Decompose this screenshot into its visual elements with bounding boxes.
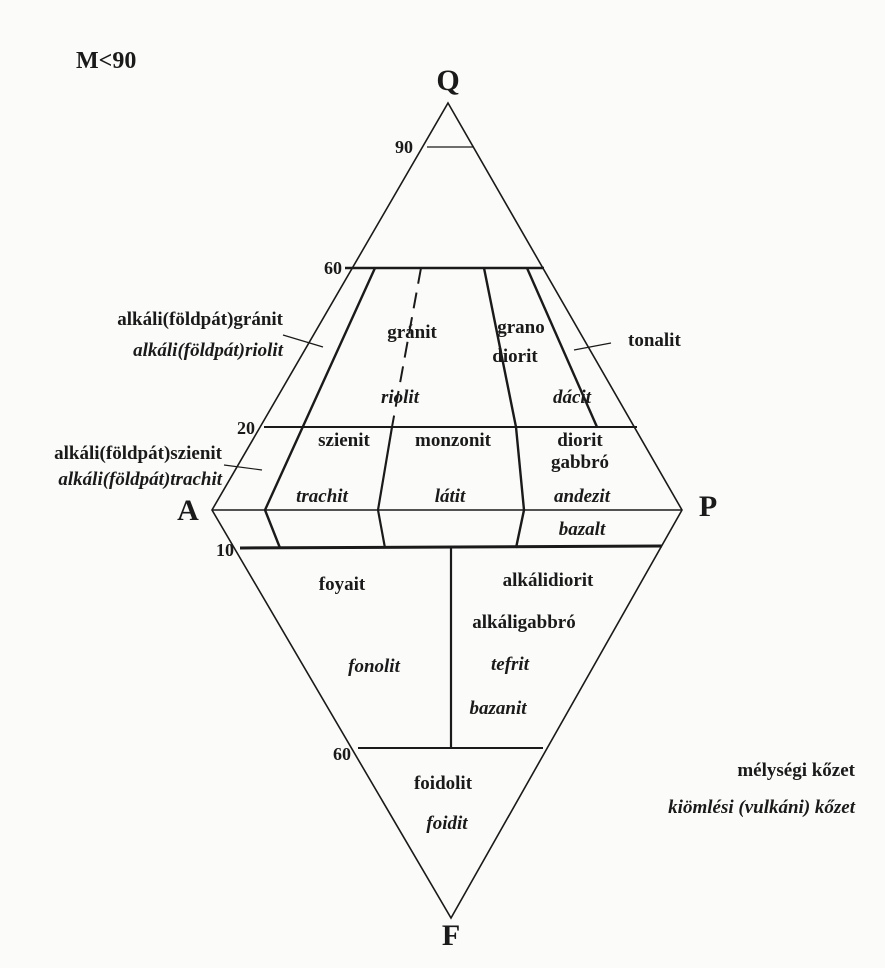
apex-f: F [442,919,460,952]
tonalite-boundary [525,267,599,428]
label-alkali-rhyolite: alkáli(földpát)riolit [133,340,284,361]
label-granodiorite-1: grano [497,317,545,338]
alkali-syenite-leader [223,464,263,471]
apex-a: A [177,494,199,527]
f10-line [239,544,663,550]
tick-f10: 10 [216,540,234,560]
label-granite: gránit [387,322,437,343]
apex-q: Q [436,64,459,97]
label-alkali-trachyte: alkáli(földpát)trachit [58,469,222,490]
qapf-outline [211,101,683,920]
legend-plutonic: mélységi kőzet [737,760,855,781]
condition-label: M<90 [76,48,136,74]
label-andesite: andezit [554,486,611,507]
tick-q20: 20 [237,418,255,438]
granodiorite-boundary [482,267,526,549]
label-alkali-gabbro: alkáligabbró [472,612,575,633]
tick-q90: 90 [395,137,413,157]
alkali-feldspar-boundary [263,267,377,549]
label-alkali-diorite: alkálidiorit [503,570,594,591]
label-tonalite: tonalit [628,330,681,351]
label-basalt: bazalt [559,519,606,540]
apex-p: P [699,490,717,523]
label-foidite: foidit [426,813,468,834]
tonalite-leader [573,342,612,351]
label-basanite: bazanit [469,698,527,719]
syenite-monzonite-boundary [376,426,394,549]
label-foyaite: foyait [319,574,366,595]
label-latite: látit [435,486,466,507]
label-diorite: diorit [557,430,603,451]
label-alkali-granite: alkáli(földpát)gránit [117,309,283,330]
label-rhyolite: riolit [381,387,420,408]
label-trachyte: trachit [296,486,348,507]
label-syenite: szienit [318,430,370,451]
label-dacite: dácit [553,387,592,408]
label-phonolite: fonolit [348,656,400,677]
label-monzonite: monzonit [415,430,492,451]
legend-volcanic: kiömlési (vulkáni) kőzet [668,797,856,818]
granite-divide-dashed [391,267,422,428]
label-foidolite: foidolit [414,773,473,794]
alkali-granite-leader [282,334,324,348]
label-gabbro: gabbró [551,452,609,473]
tick-f60: 60 [333,744,351,764]
label-alkali-syenite: alkáli(földpát)szienit [54,443,223,464]
label-tephrite: tefrit [491,654,530,675]
tick-q60: 60 [324,258,342,278]
label-granodiorite-2: diorit [492,346,538,367]
